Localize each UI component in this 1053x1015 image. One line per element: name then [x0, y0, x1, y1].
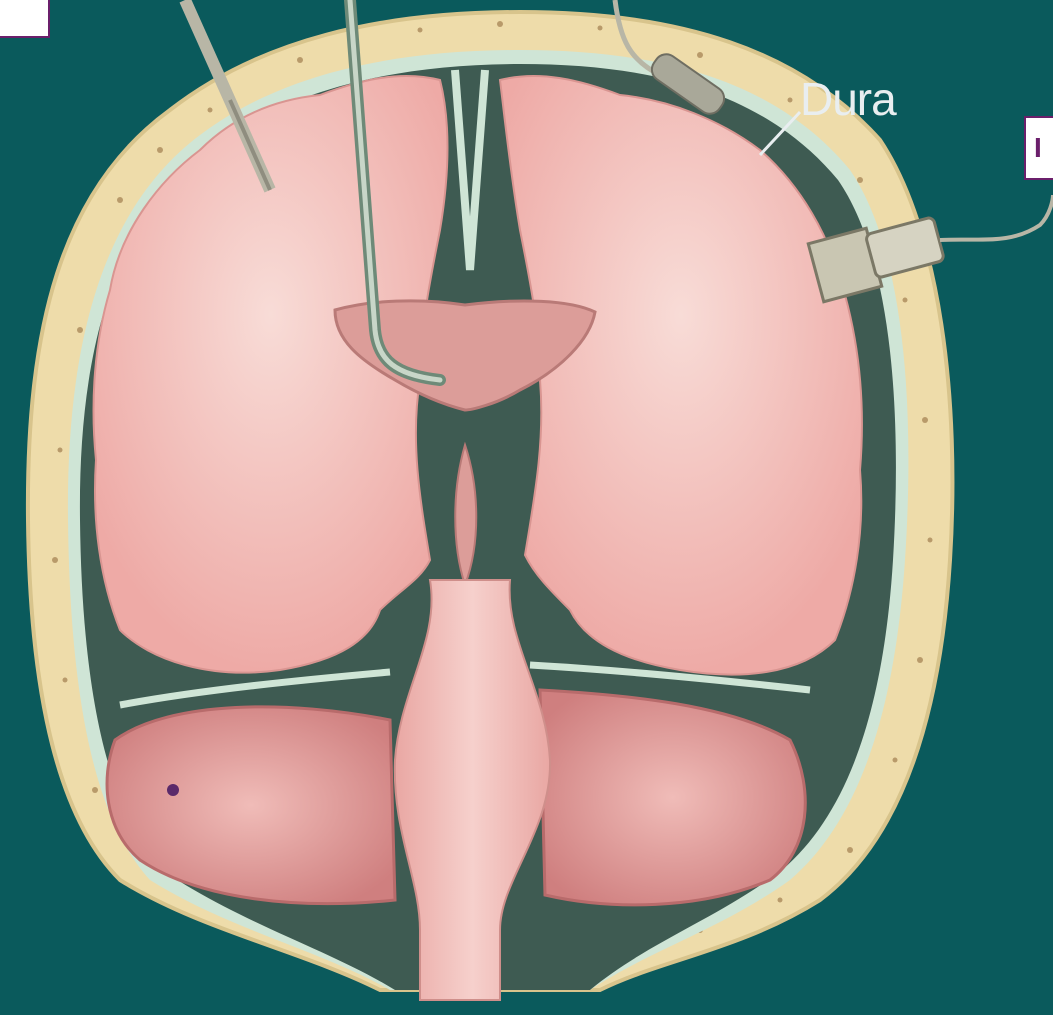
lesion-dot — [167, 784, 179, 796]
label-box-right: I — [1024, 116, 1053, 180]
dura-label: Dura — [800, 72, 896, 126]
label-box-left — [0, 0, 50, 38]
label-box-right-text: I — [1034, 132, 1042, 163]
